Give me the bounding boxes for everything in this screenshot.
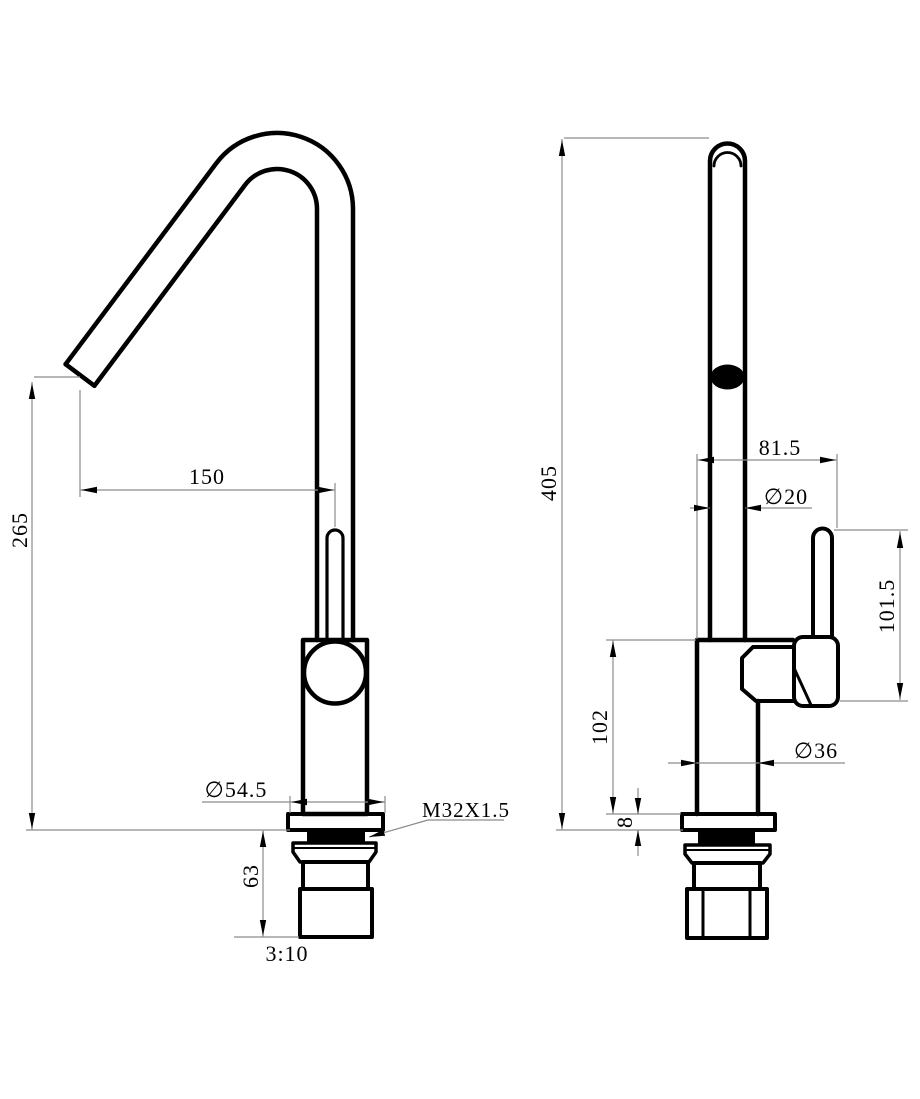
dim-thread-spec: M32X1.5 — [422, 798, 510, 822]
dim-spout-height: 265 — [7, 512, 32, 548]
arrow-150-right — [318, 486, 334, 494]
front-view-dimensions: 150 265 ∅54.5 M32X1.5 63 3:10 — [7, 376, 510, 966]
arrow-81-right — [820, 456, 836, 464]
arrow-102-top — [609, 641, 617, 657]
front-shank-end — [298, 887, 374, 939]
front-spout-tip-face — [63, 361, 97, 389]
arrow-20-right — [745, 504, 761, 512]
arrow-405-bottom — [558, 813, 566, 829]
front-swivel-joint — [301, 639, 369, 706]
dim-body-diameter: ∅36 — [794, 738, 838, 763]
arrow-54-left — [291, 798, 307, 806]
side-view — [680, 141, 840, 940]
dim-body-height: 102 — [587, 709, 612, 745]
side-base-flange — [680, 812, 777, 832]
dim-handle-height: 101.5 — [874, 579, 899, 634]
side-spout-tube — [707, 141, 748, 643]
arrow-8-bottom — [634, 830, 642, 846]
dim-flange-diameter: ∅54.5 — [205, 777, 268, 802]
arrow-thread-leader — [369, 829, 386, 837]
side-hex-face-lines — [701, 887, 752, 940]
arrow-20-left — [694, 504, 710, 512]
arrow-265-bottom — [28, 813, 36, 829]
front-base-flange — [286, 812, 385, 832]
arrow-101-top — [896, 532, 904, 548]
front-spout-inner-edge — [92, 166, 320, 643]
dim-total-height: 405 — [536, 465, 561, 501]
arrow-63-top — [259, 831, 267, 847]
dim-spout-reach: 150 — [189, 464, 225, 489]
front-lock-collar — [291, 841, 378, 864]
dim-handle-offset: 81.5 — [759, 435, 802, 460]
arrow-63-bottom — [259, 920, 267, 936]
front-view — [63, 130, 385, 939]
dim-taper-note: 3:10 — [265, 941, 308, 966]
side-lock-collar — [683, 843, 772, 865]
arrow-54-right — [368, 798, 384, 806]
arrow-36-right — [758, 759, 774, 767]
side-cartridge-housing — [740, 645, 796, 703]
front-shank-neck — [301, 860, 370, 891]
arrow-265-top — [28, 383, 36, 399]
side-aerator-outlet — [710, 364, 745, 390]
front-thread-section — [307, 829, 365, 844]
side-shank-neck — [692, 861, 762, 891]
dim-shank-length: 63 — [238, 864, 263, 888]
front-body — [300, 637, 370, 817]
side-handle-base — [792, 635, 840, 708]
side-view-dimensions: 405 81.5 ∅20 101.5 102 8 — [536, 137, 908, 856]
arrow-102-bottom — [609, 797, 617, 813]
arrow-101-bottom — [896, 683, 904, 699]
arrow-8-top — [634, 798, 642, 814]
arrow-36-left — [681, 759, 697, 767]
arrow-81-left — [698, 456, 714, 464]
front-handle-stem — [325, 528, 345, 642]
side-handle-lever — [811, 526, 834, 639]
arrow-405-top — [558, 140, 566, 156]
dim-spout-pipe-diameter: ∅20 — [764, 484, 808, 509]
side-spout-cap-inner — [712, 151, 743, 168]
arrow-150-left — [81, 486, 97, 494]
dim-flange-thickness: 8 — [612, 816, 637, 828]
side-handle-base-split — [792, 666, 813, 707]
side-thread-section — [698, 829, 755, 845]
front-spout-outer-edge — [63, 130, 356, 643]
side-hex-nut — [685, 887, 769, 940]
